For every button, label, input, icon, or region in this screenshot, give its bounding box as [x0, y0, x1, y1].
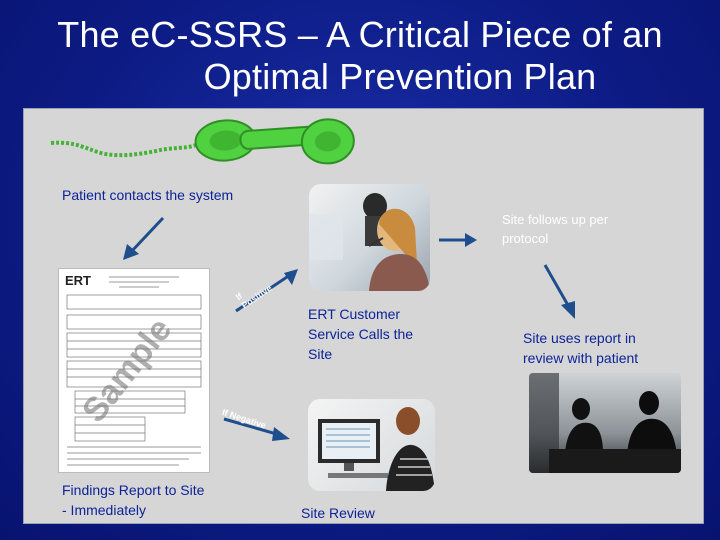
title-line-1: The eC-SSRS – A Critical Piece of an: [57, 14, 663, 55]
slide-title: The eC-SSRS – A Critical Piece of an Opt…: [0, 14, 720, 98]
label-findings-report: Findings Report to Site - Immediately: [62, 482, 205, 518]
patient-review-photo: [529, 373, 681, 473]
arrow-if-negative: [223, 417, 290, 441]
label-site-follows-up: Site follows up per protocol: [502, 212, 609, 246]
arrow-to-follow-up: [439, 233, 477, 247]
report-lines: [66, 276, 202, 466]
arrow-if-positive: [235, 269, 298, 313]
label-ert-calls: ERT Customer Service Calls the Site: [308, 306, 414, 362]
site-review-photo: [308, 399, 435, 491]
customer-service-photo: [309, 184, 430, 291]
title-line-2: Optimal Prevention Plan: [203, 56, 597, 97]
arrow-to-site-uses: [543, 264, 575, 319]
telephone-handset-icon: [50, 118, 355, 165]
headset-agents-illustration: [309, 193, 430, 291]
ert-logo: ERT: [65, 273, 91, 288]
arrow-to-report: [123, 216, 165, 260]
label-patient-contacts: Patient contacts the system: [62, 187, 234, 203]
computer-review-illustration: [318, 407, 435, 491]
findings-report-document: ERT Sample: [58, 268, 210, 473]
diagram-panel: Patient contacts the system ERT: [23, 108, 704, 524]
label-site-uses-report: Site uses report in review with patient: [523, 330, 639, 366]
consultation-silhouettes: [529, 373, 681, 473]
label-site-review: Site Review: [301, 505, 375, 521]
